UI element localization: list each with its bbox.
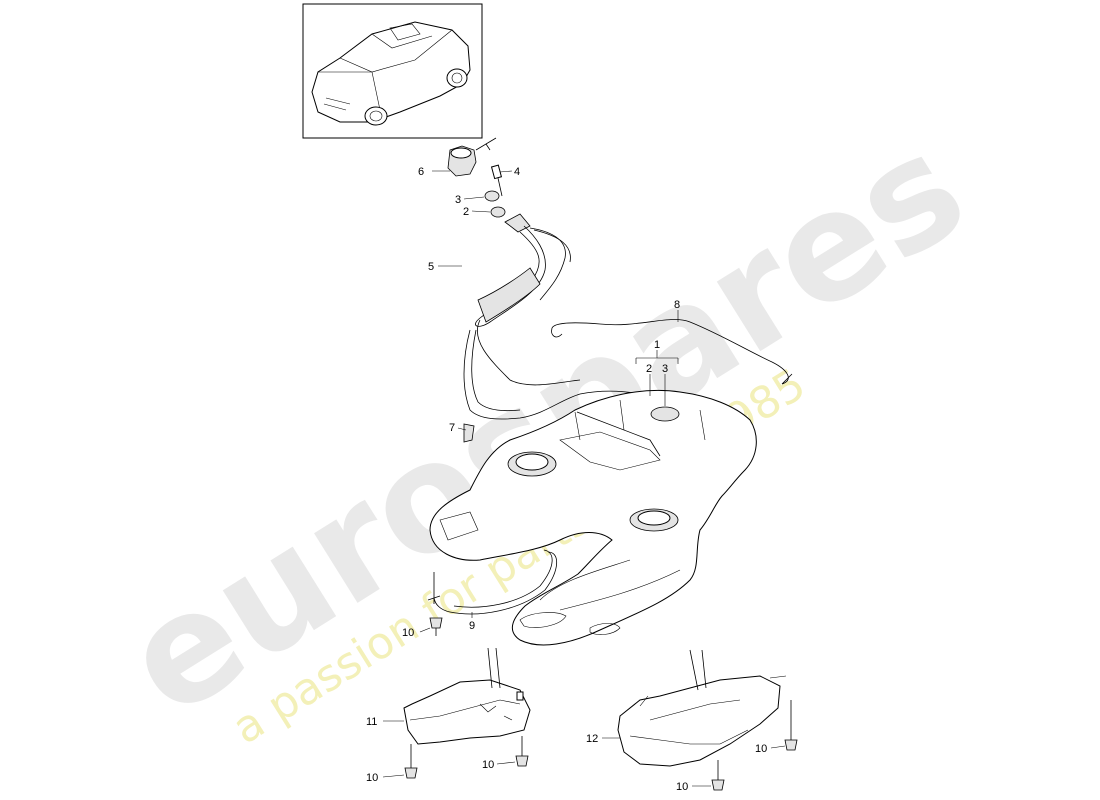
callout-3: 3	[455, 194, 461, 206]
callout-10-left: 10	[366, 772, 378, 784]
clip-7	[463, 423, 475, 443]
callout-2: 2	[463, 206, 469, 218]
suv-vehicle-icon	[311, 21, 471, 126]
callout-1: 1	[654, 339, 660, 351]
callout-10-strap: 10	[402, 627, 414, 639]
filler-neck	[463, 213, 661, 420]
heat-shield-12	[617, 649, 787, 767]
callout-8: 8	[674, 299, 680, 311]
callout-11: 11	[366, 716, 377, 728]
callout-2-tank: 2	[646, 363, 652, 375]
vehicle-thumbnail	[302, 3, 483, 139]
fuel-tank	[429, 389, 757, 646]
callout-3-tank: 3	[662, 363, 668, 375]
callout-4: 4	[514, 166, 520, 178]
bolts-10	[404, 617, 798, 791]
vent-line-8	[551, 319, 793, 385]
strap-9	[433, 551, 558, 615]
callout-10-mid: 10	[482, 759, 494, 771]
callout-12: 12	[586, 733, 598, 745]
callout-6: 6	[418, 166, 424, 178]
callout-9: 9	[469, 620, 475, 632]
leader-lines	[382, 170, 786, 787]
grommet-3	[484, 190, 500, 202]
grommet-2	[490, 206, 506, 218]
callout-10-right: 10	[755, 743, 767, 755]
callout-labels: 6 4 3 2 5 8 1 2 3 7 9 10 11 10 10 12 10 …	[366, 166, 767, 793]
callout-7: 7	[449, 422, 455, 434]
bolt-4	[490, 164, 503, 180]
callout-5: 5	[428, 261, 434, 273]
filler-cap-assembly	[447, 137, 506, 218]
callout-10-bottom: 10	[676, 781, 688, 793]
heat-shield-11	[403, 647, 531, 745]
watermark-brand: eurospares	[97, 100, 994, 750]
